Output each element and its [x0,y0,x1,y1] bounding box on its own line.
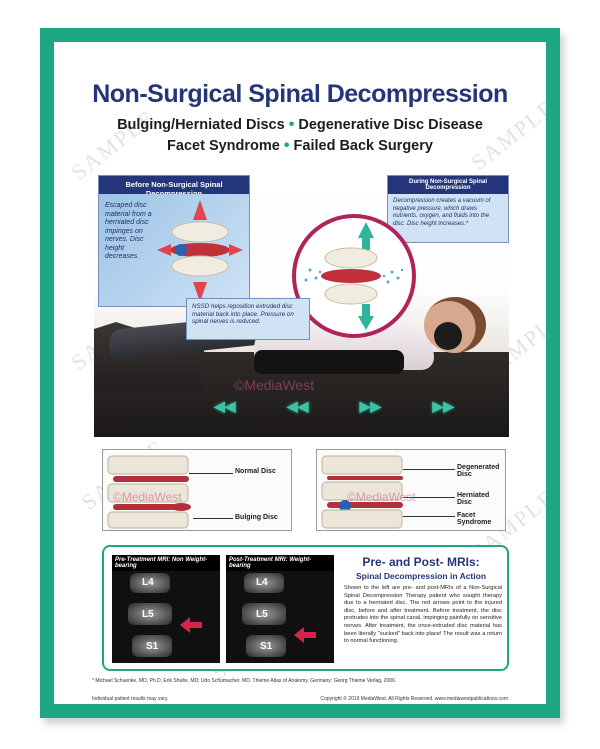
poster-frame: SAMPLE SAMPLE SAMPLE SAMPLE SAMPLE SAMPL… [40,28,560,718]
subtitle-item: Bulging/Herniated Discs [117,117,285,133]
red-arrow-icon [294,627,316,643]
label-facet-syndrome: Facet Syndrome [457,512,492,526]
nerve-icon [175,244,187,256]
before-text: Escaped disc material from a herniated d… [105,202,152,260]
mri-heading: Pre- and Post- MRIs: [362,555,480,569]
disclaimer: Individual patient results may vary. [92,696,169,702]
arrow-up-icon [358,222,374,238]
mri-pre: Pre-Treatment MRI: Non Weight-bearing L4… [112,555,220,663]
chevron-left-icon: ◀◀ [286,397,309,414]
vertebra-label: S1 [260,641,273,652]
before-box: Before Non-Surgical Spinal Decompression… [98,175,250,307]
diagram-normal-bulging: Normal Disc Bulging Disc ©MediaWest [102,449,292,531]
subtitle-line-2: Facet Syndrome • Failed Back Surgery [54,137,546,155]
chevron-right-icon: ▶▶ [359,397,382,414]
subtitle-line-1: Bulging/Herniated Discs • Degenerative D… [54,116,546,134]
nssd-callout: NSSD helps reposition extruded disc mate… [186,298,310,340]
label-herniated-disc: Herniated Disc [457,492,490,506]
subtitle-item: Degenerative Disc Disease [298,117,483,133]
poster-title: Non-Surgical Spinal Decompression [92,80,508,108]
brand-mark: ©MediaWest [347,490,416,504]
mri-body: Shown to the left are pre- and post-MRIs… [344,585,502,645]
vertebra-label: L5 [256,609,268,620]
label-bulging-disc: Bulging Disc [235,514,278,521]
decompression-circle [292,214,416,338]
label-normal-disc: Normal Disc [235,468,276,475]
subtitle-item: Failed Back Surgery [293,138,433,154]
chevron-right-icon: ▶▶ [432,397,454,414]
mri-post: Post-Treatment MRI: Weight-bearing L4 L5… [226,555,334,663]
vertebra-label: S1 [146,641,159,652]
arrow-down-icon [193,200,207,220]
during-box: During Non-Surgical Spinal Decompression… [387,175,509,243]
during-text: Decompression creates a vacuum of negati… [393,198,491,227]
diagram-degenerated-herniated: Degenerated Disc Herniated Disc Facet Sy… [316,449,506,531]
subtitle-item: Facet Syndrome [167,138,280,154]
during-heading: During Non-Surgical Spinal Decompression [388,176,508,194]
before-diagram: Escaped disc material from a herniated d… [99,194,249,306]
footnote: * Michael Schuenke, MD, Ph.D; Erik Shult… [92,678,397,684]
chevron-left-icon: ◀◀ [214,397,236,414]
label-degenerated-disc: Degenerated Disc [457,464,500,478]
vertebra-label: L4 [142,577,154,588]
separator-dot: • [283,137,290,154]
mri-post-caption: Post-Treatment MRI: Weight-bearing [226,555,334,571]
arrow-down-icon [358,316,374,330]
mri-panel: Pre-Treatment MRI: Non Weight-bearing L4… [102,545,509,671]
disc-illustration [107,455,191,529]
headphone-icon [434,322,462,350]
mri-pre-caption: Pre-Treatment MRI: Non Weight-bearing [112,555,220,571]
arrow-up-icon [193,282,207,302]
copyright: Copyright © 2019 MediaWest. All Rights R… [320,696,508,702]
traction-arrows: ◀◀ ◀◀ ▶▶ ▶▶ [214,397,454,414]
poster-inner: SAMPLE SAMPLE SAMPLE SAMPLE SAMPLE SAMPL… [54,42,546,704]
disc-illustration [321,455,403,529]
vertebra-label: L5 [142,609,154,620]
brand-mark: ©MediaWest [113,490,182,504]
spine-during-illustration [304,222,404,330]
red-arrow-icon [180,617,202,633]
brand-mark: ©MediaWest [234,377,315,393]
spine-before-illustration [157,200,243,302]
mri-subheading: Spinal Decompression in Action [355,571,487,581]
nerve-icon [339,500,351,512]
separator-dot: • [288,116,295,133]
harness [254,350,404,374]
vertebra-label: L4 [256,577,268,588]
